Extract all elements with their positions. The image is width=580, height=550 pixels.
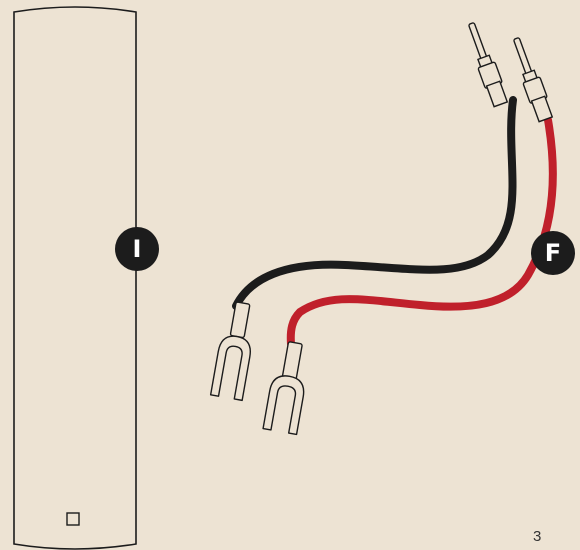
red-pin-connector xyxy=(513,37,554,123)
speaker-side-panel xyxy=(13,6,137,550)
black-spade-connector xyxy=(209,301,251,402)
page-number: 3 xyxy=(533,528,543,545)
red-spade-connector xyxy=(262,341,305,436)
red-wire xyxy=(286,116,557,348)
panel-indicator-square xyxy=(66,512,80,526)
black-pin-connector xyxy=(468,22,509,108)
black-wire xyxy=(232,96,517,310)
callout-badge-cable: F xyxy=(531,231,575,275)
callout-badge-panel: I xyxy=(115,227,159,271)
